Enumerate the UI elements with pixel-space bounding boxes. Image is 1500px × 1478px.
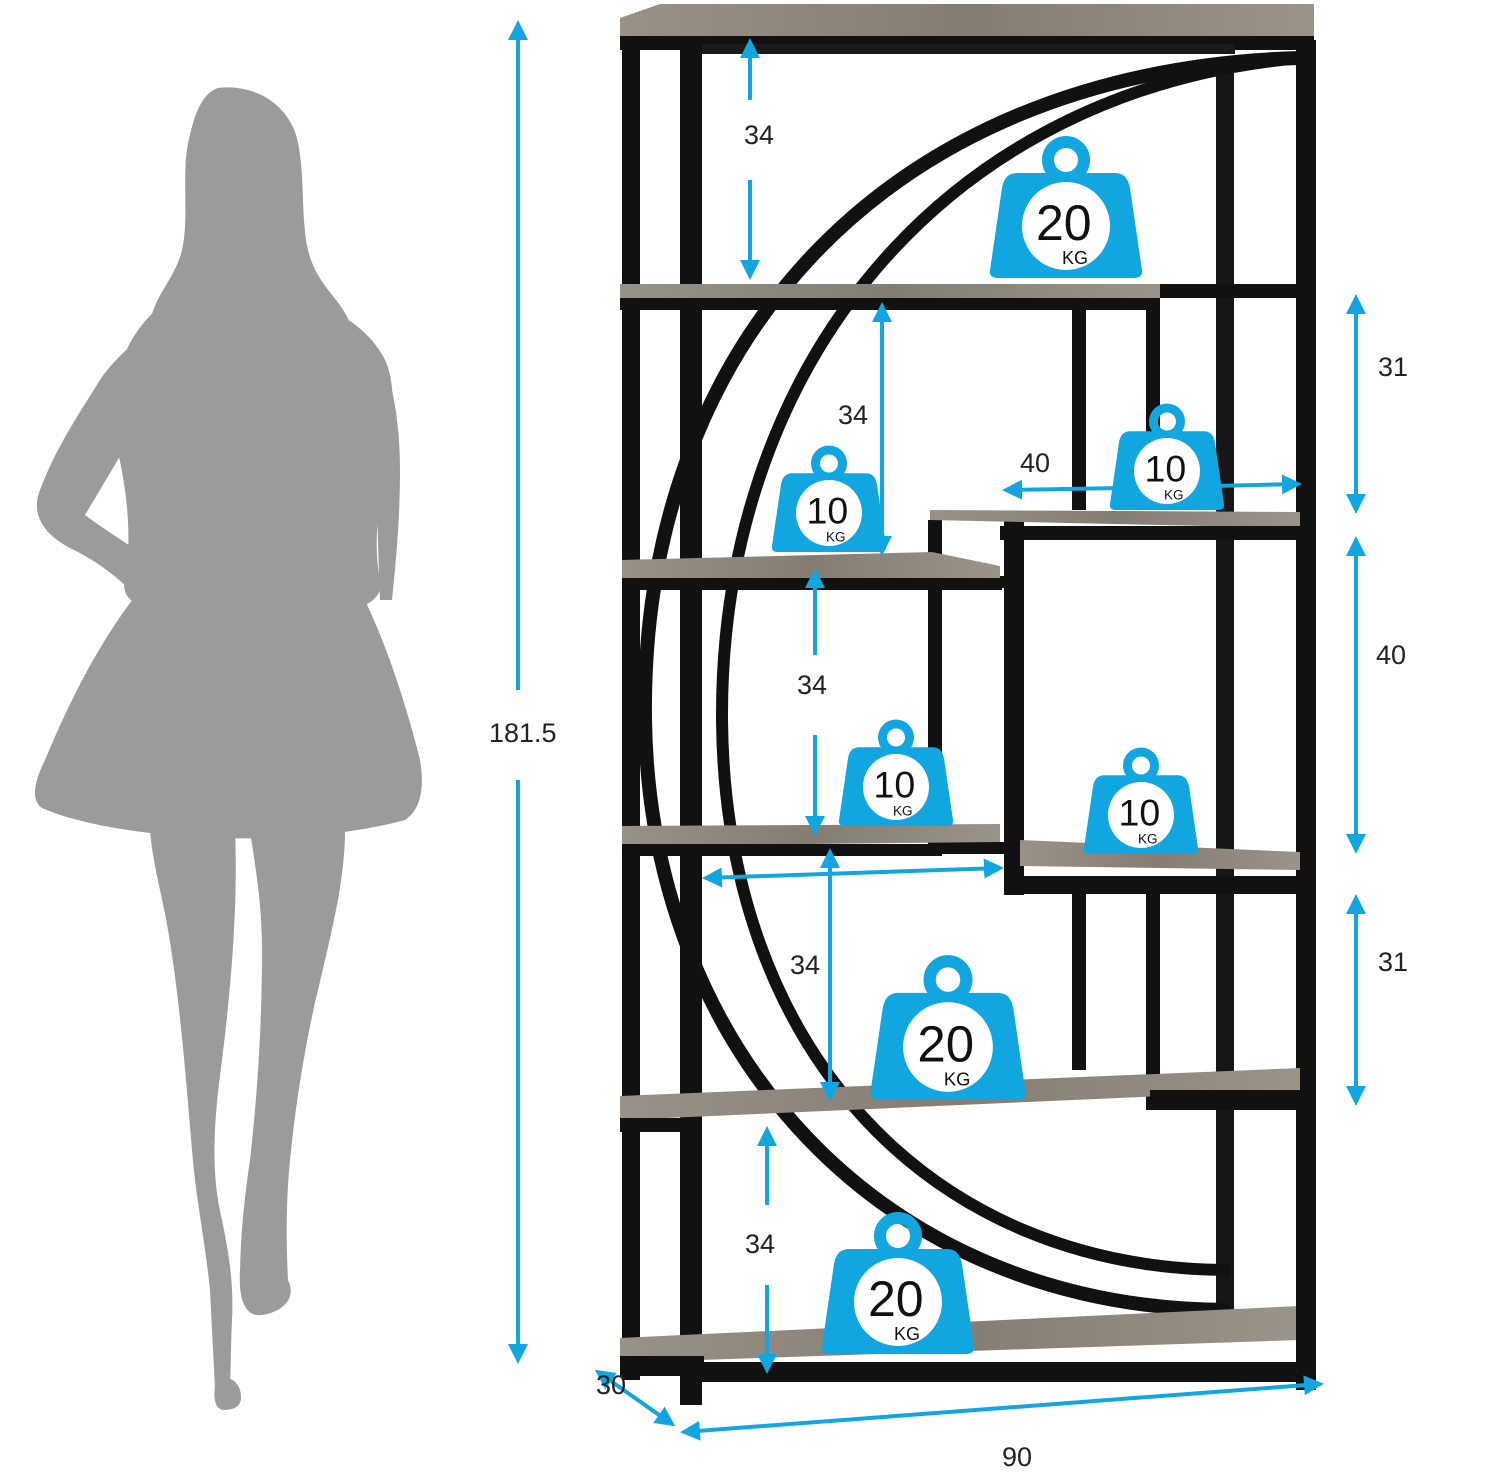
weight-value: 20: [1036, 195, 1092, 251]
dimension-arrows: [508, 19, 1366, 1441]
weight-value: 10: [874, 764, 916, 806]
bookshelf-illustration: [620, 4, 1316, 1405]
shelf-gap-label-2: 34: [838, 400, 868, 430]
weight-unit: KG: [894, 1324, 920, 1344]
shelf-gap-label-1: 34: [744, 120, 774, 150]
weight-unit: KG: [893, 804, 913, 819]
weight-unit: KG: [944, 1069, 971, 1090]
shelf-gap-label-3: 34: [797, 670, 827, 700]
shelf-gap-label-4: 34: [790, 950, 820, 980]
weight-value: 20: [917, 1015, 974, 1072]
weight-value: 10: [807, 490, 849, 532]
weight-value: 10: [1119, 792, 1161, 834]
weight-unit: KG: [1138, 832, 1158, 847]
weight-value: 10: [1145, 448, 1187, 490]
weight-value: 20: [868, 1271, 924, 1327]
total-height-label: 181.5: [489, 718, 557, 748]
shelf-width-label: 40: [1020, 448, 1050, 478]
width-label: 90: [1002, 1442, 1032, 1472]
right-gap-label-3: 31: [1378, 947, 1408, 977]
woman-silhouette-icon: [34, 87, 422, 1410]
depth-label: 30: [596, 1370, 626, 1400]
weight-unit: KG: [826, 530, 846, 545]
right-gap-label-2: 40: [1376, 640, 1406, 670]
weight-unit: KG: [1164, 488, 1184, 503]
weight-unit: KG: [1062, 248, 1088, 268]
right-gap-label-1: 31: [1378, 352, 1408, 382]
shelf-gap-label-5: 34: [745, 1229, 775, 1259]
